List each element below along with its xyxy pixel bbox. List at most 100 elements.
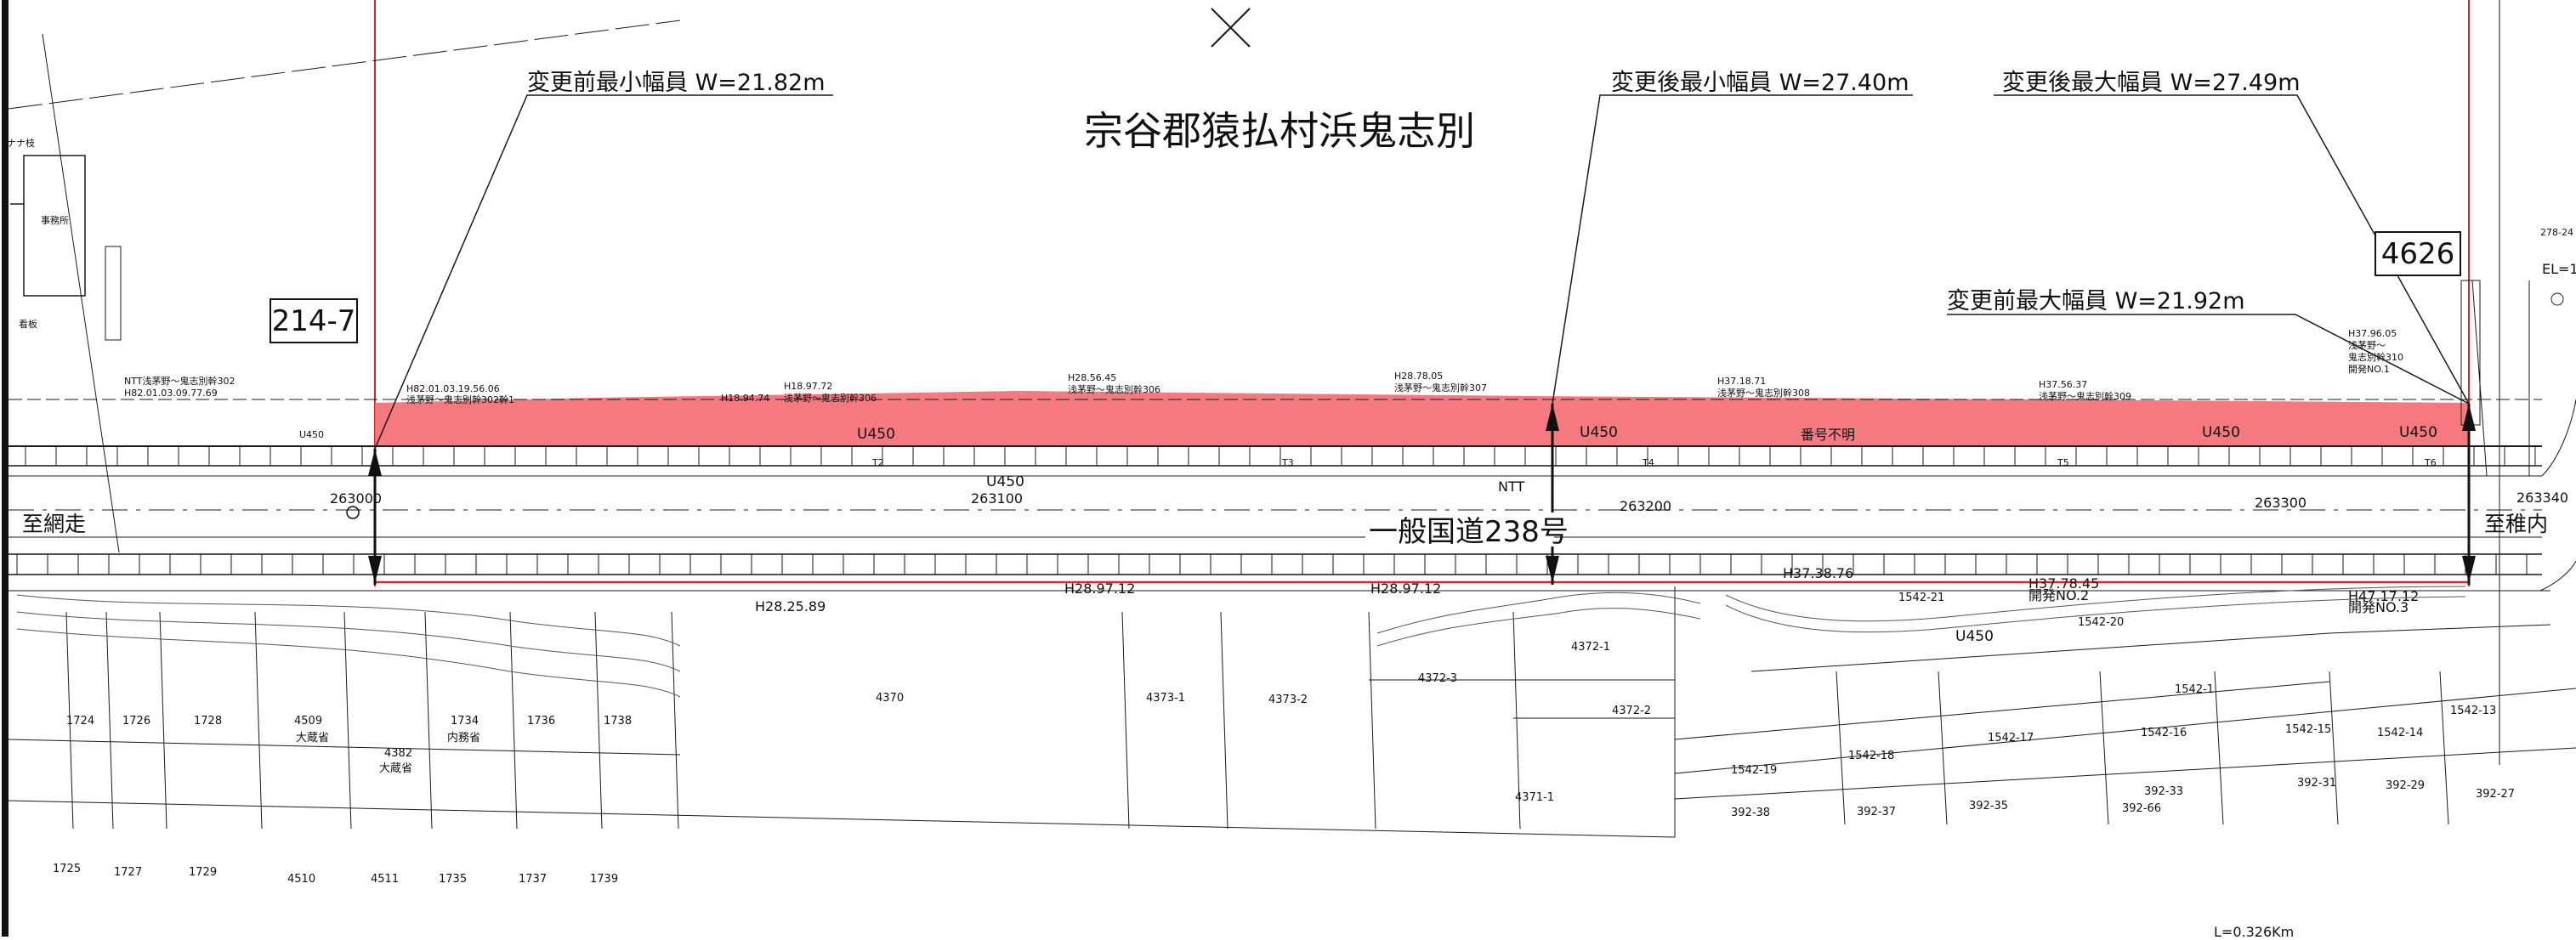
parcel-number: 1735 — [439, 873, 467, 886]
parcel-number: 1727 — [114, 866, 142, 879]
bench-mark: H28.97.12 — [1064, 580, 1135, 597]
parcel-divider — [343, 611, 352, 830]
parcel-number: 1728 — [194, 715, 222, 728]
parcel-dividers — [65, 611, 2449, 830]
parcel-number: 392-31 — [2297, 777, 2336, 790]
utility-note: H37.18.71 — [1717, 376, 1766, 387]
utility-note: 浅茅野～鬼志別幹307 — [1394, 382, 1487, 394]
sign-label: 看板 — [19, 318, 37, 330]
road-name-label: 一般国道238号 — [1369, 515, 1569, 549]
utility-note: H82.01.03.19.56.06 — [406, 383, 500, 394]
parcel-number: 1542-14 — [2377, 727, 2423, 739]
parcel-number: 1542-16 — [2141, 727, 2187, 739]
parcel-divider — [671, 611, 679, 830]
contour-lines — [16, 586, 2466, 698]
lot-owner: 大蔵省 — [379, 762, 412, 775]
ditch-label: U450 — [2202, 424, 2240, 441]
parcel-number: 4371-1 — [1515, 791, 1554, 804]
utility-note: H82.01.03.09.77.69 — [124, 388, 218, 399]
el-label: EL=11 — [2542, 261, 2576, 277]
corner-note: 開発NO.1 — [2348, 363, 2390, 375]
parcel-number: 4373-1 — [1146, 692, 1185, 705]
bench-mark: H28.25.89 — [755, 598, 826, 614]
parcel-number: 392-38 — [1731, 807, 1770, 819]
utility-note: H28.78.05 — [1394, 371, 1443, 382]
location-title: 宗谷郡猿払村浜鬼志別 — [1084, 108, 1475, 154]
parcel-number: 4372-3 — [1418, 672, 1457, 685]
parcel-number: 1542-18 — [1848, 750, 1894, 762]
after-max-width-label: 変更後最大幅員 W=27.49m — [2002, 70, 2301, 96]
utility-notes: NTT浅茅野～鬼志別幹302 H82.01.03.09.77.69 H82.01… — [124, 328, 2403, 405]
left-tag-label: ナナ枝 — [7, 137, 35, 149]
utility-note: H18.94.74 — [721, 393, 769, 404]
parcel-divider — [1220, 611, 1228, 830]
parcel-box-right — [2375, 231, 2461, 276]
kaihatsu-label: 開発NO.2 — [2028, 587, 2089, 603]
scale-label: L=0.326Km — [2214, 924, 2294, 937]
dimension-arrowheads — [368, 404, 2476, 583]
parcel-divider — [1836, 671, 1846, 825]
parcel-divider — [2099, 671, 2109, 825]
parcel-number: 392-37 — [1857, 806, 1896, 818]
boundary-diagonal — [42, 33, 120, 553]
curb-ticks-south — [16, 554, 2528, 575]
parcel-number: 1542-19 — [1731, 764, 1777, 777]
before-min-width-label: 変更前最小幅員 W=21.82m — [527, 70, 826, 96]
parcel-divider — [594, 611, 603, 830]
curb-ticks-north — [25, 446, 2536, 466]
lot-278-label: 278-24 — [2540, 227, 2573, 238]
parcel-divider — [65, 611, 74, 830]
utility-note: H28.56.45 — [1068, 372, 1116, 383]
after-min-width-label: 変更後最小幅員 W=27.40m — [1611, 70, 1909, 96]
office-label: 事務所 — [41, 214, 69, 226]
bench-mark: H37.78.45 — [2028, 575, 2099, 592]
right-edge-features — [2460, 0, 2576, 765]
parcel-divider — [1938, 671, 1948, 825]
ditch-label: U450 — [986, 473, 1024, 490]
parcel-box-right-label: 4626 — [2381, 237, 2455, 271]
parcel-divider — [1121, 611, 1130, 830]
parcel-divider — [1512, 611, 1521, 830]
leader-lines — [374, 94, 2470, 450]
parcel-number: 4372-2 — [1612, 705, 1651, 717]
road-name-bg — [1365, 512, 1554, 546]
utility-note: 浅茅野～鬼志別幹306 — [1068, 383, 1160, 395]
ditch-label: U450 — [1580, 424, 1618, 441]
corner-note: H37.96.05 — [2348, 328, 2397, 339]
utility-note: 浅茅野～鬼志別幹302幹1 — [406, 394, 514, 405]
parcel-number: 392-35 — [1969, 800, 2008, 813]
road-mark: T4 — [1642, 457, 1654, 468]
lot-owner: 大蔵省 — [296, 732, 329, 745]
parcel-box-left — [270, 298, 358, 343]
road-mark: T5 — [2057, 457, 2069, 468]
parcel-number: 1725 — [53, 863, 81, 875]
bench-mark: H47.17.12 — [2348, 588, 2419, 604]
north-mark-icon — [1211, 8, 1251, 48]
parcel-number: 1729 — [189, 866, 217, 879]
fence-icon — [105, 246, 122, 341]
ditch-label: U450 — [2399, 424, 2437, 441]
parcel-number: 1726 — [122, 715, 150, 728]
station-263200: 263200 — [1620, 498, 1671, 514]
parcel-box-left-label: 214-7 — [272, 304, 356, 338]
road-mark: T3 — [1281, 457, 1294, 468]
parcel-divider — [254, 611, 263, 830]
before-max-width-label: 変更前最大幅員 W=21.92m — [1947, 288, 2245, 314]
corner-note: 浅茅野～ — [2348, 340, 2386, 351]
parcel-number: 1542-15 — [2285, 723, 2331, 736]
utility-note: 浅茅野～鬼志別幹309 — [2039, 390, 2131, 402]
bench-mark: H37.38.76 — [1783, 565, 1853, 581]
parcel-number: 4510 — [287, 873, 315, 886]
parcel-divider — [1368, 611, 1376, 830]
parcel-boundaries — [8, 586, 2576, 838]
parcel-number: 4373-2 — [1268, 694, 1308, 706]
utility-note: H18.97.72 — [784, 381, 832, 392]
parcel-number: 1737 — [519, 873, 547, 886]
road-mark: T2 — [871, 457, 884, 468]
parcel-divider — [2214, 671, 2224, 825]
widening-area-band — [375, 391, 2469, 446]
parcel-divider — [105, 611, 114, 830]
ditch-label: U450 — [857, 426, 895, 443]
